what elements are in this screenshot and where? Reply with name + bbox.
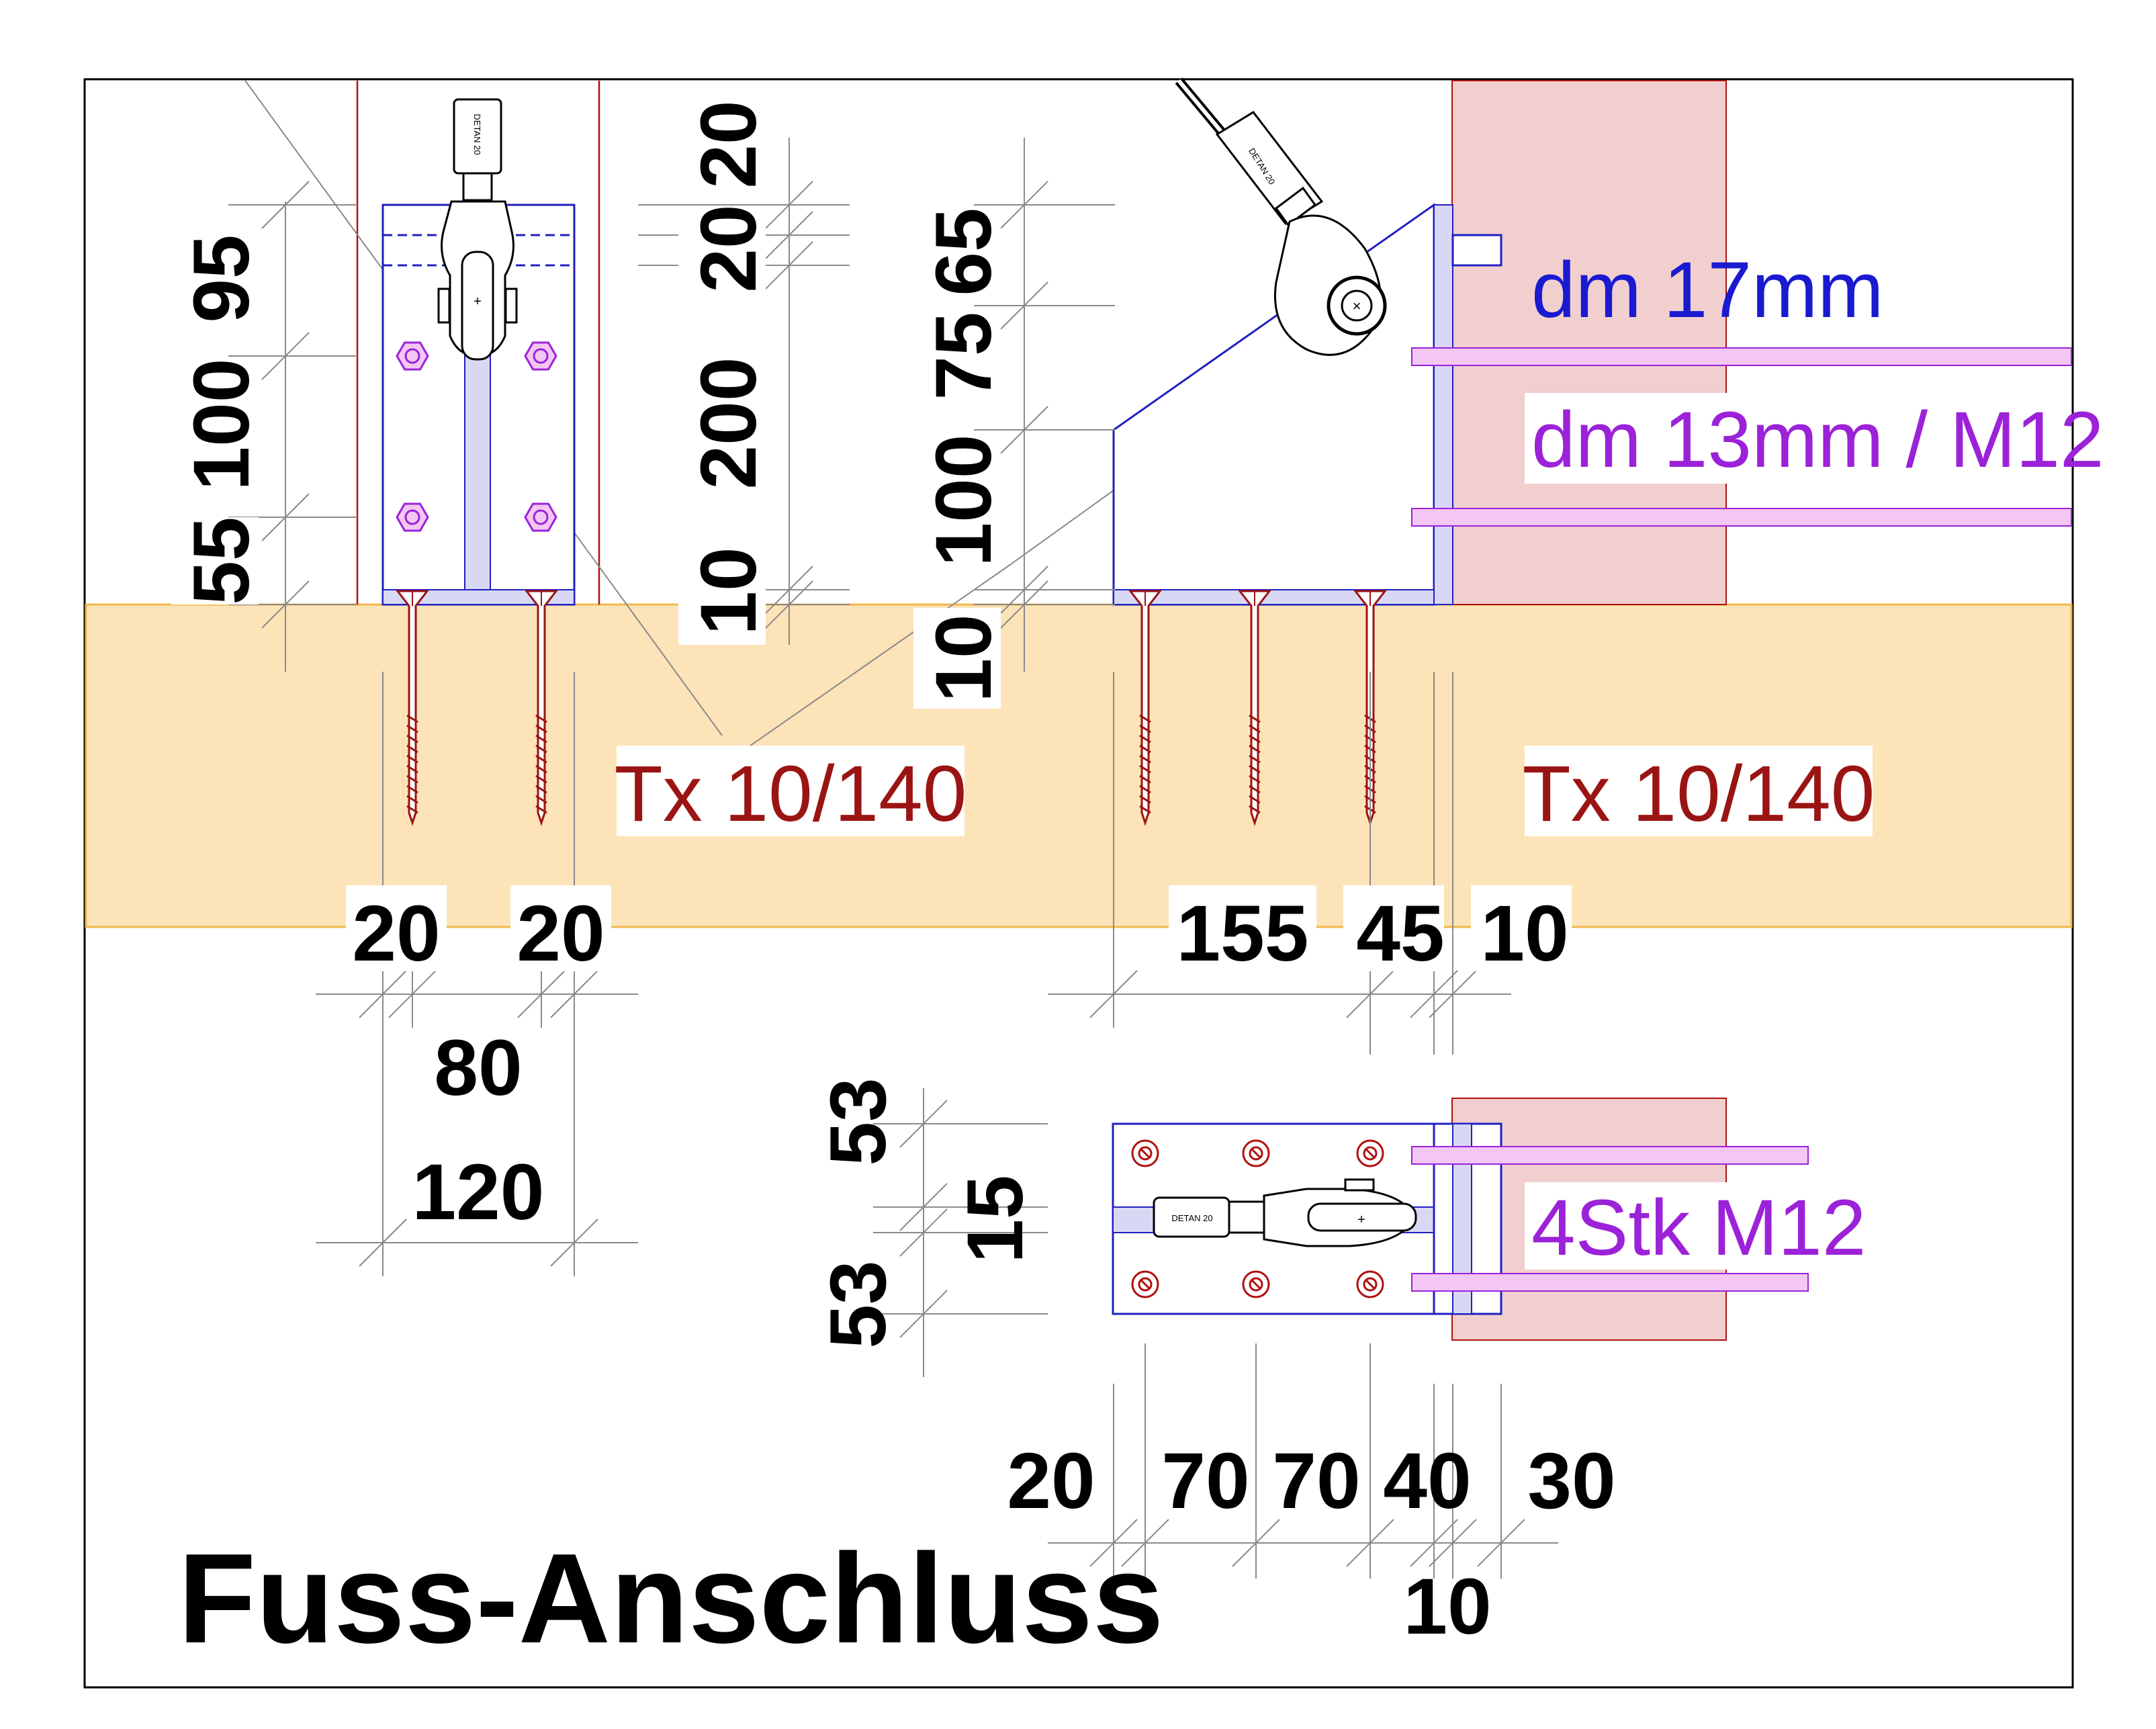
bolt-upper	[1411, 347, 2072, 366]
plan-bolt-upper	[1411, 1146, 1809, 1165]
dim-plan-v-15: 15	[951, 1175, 1040, 1263]
plan-view: + DETAN 20	[1112, 1122, 1809, 1315]
tension-rod-icon: × DETAN 20	[1175, 77, 1387, 356]
dim-mid-10: 10	[684, 547, 773, 635]
dim-plan-h-40: 40	[1383, 1437, 1471, 1525]
screw-note-left: Tx 10/140	[615, 750, 967, 838]
side-bottom-plate	[1113, 589, 1435, 605]
side-vertical-plate	[1433, 204, 1453, 605]
svg-text:×: ×	[1353, 298, 1361, 314]
dim-mid-20b: 20	[684, 204, 773, 292]
dim-plan-v-53a: 53	[814, 1077, 903, 1165]
dim-side-10: 10	[919, 614, 1008, 702]
dim-plan-h-20: 20	[1007, 1437, 1095, 1525]
dim-side-100: 100	[919, 435, 1008, 567]
screw-note-right: Tx 10/140	[1523, 750, 1875, 838]
dim-left-h-20a: 20	[352, 889, 440, 978]
screw-head-icon	[1131, 1270, 1159, 1298]
rod-label: DETAN 20	[1171, 1213, 1212, 1223]
tension-rod-icon: + DETAN 20	[437, 98, 518, 361]
dim-side-h-155: 155	[1177, 889, 1309, 978]
hex-nut-icon	[396, 341, 429, 371]
plan-bolt-lower	[1411, 1273, 1809, 1292]
dim-left-h-120: 120	[412, 1148, 545, 1237]
svg-text:+: +	[1357, 1212, 1365, 1227]
screw-head-icon	[1131, 1139, 1159, 1167]
mid-vertical-dims: 20 20 200 10	[678, 100, 773, 645]
rod-label: DETAN 20	[472, 114, 482, 154]
svg-text:+: +	[474, 294, 482, 309]
screw-head-icon	[1356, 1270, 1384, 1298]
dim-side-65: 65	[919, 208, 1008, 296]
dim-left-h-20b: 20	[516, 889, 604, 978]
dim-plan-h-70a: 70	[1161, 1437, 1249, 1525]
dim-plan-v-53b: 53	[814, 1260, 903, 1348]
note-dm17: dm 17mm	[1531, 246, 1884, 335]
screw-head-icon	[1242, 1139, 1270, 1167]
dim-plan-h-70b: 70	[1272, 1437, 1360, 1525]
dim-plan-h-30: 30	[1527, 1437, 1615, 1525]
bolt-lower	[1411, 508, 2072, 527]
dim-mid-20a: 20	[684, 100, 773, 188]
note-bolts: 4Stk M12	[1531, 1184, 1866, 1272]
tension-rod-icon: + DETAN 20	[1153, 1178, 1417, 1247]
dim-left-95: 95	[177, 234, 266, 322]
screw-head-icon	[1356, 1139, 1384, 1167]
dim-left-100: 100	[177, 359, 266, 491]
dim-side-75: 75	[919, 312, 1008, 400]
hex-nut-icon	[396, 502, 429, 532]
dim-left-55: 55	[177, 517, 266, 605]
screw-head-icon	[1242, 1270, 1270, 1298]
note-dm13: dm 13mm / M12	[1531, 396, 2104, 484]
hex-nut-icon	[524, 502, 557, 532]
front-view: + DETAN 20	[381, 98, 576, 824]
dimension-lines	[228, 138, 1558, 1579]
dim-side-h-10: 10	[1480, 889, 1568, 978]
dim-left-h-80: 80	[434, 1024, 522, 1112]
front-bottom-plate	[382, 589, 575, 605]
dim-plan-h-10: 10	[1403, 1562, 1491, 1651]
left-vertical-dims: 95 100 55	[171, 234, 266, 605]
hex-nut-icon	[524, 341, 557, 371]
dim-side-h-45: 45	[1356, 889, 1444, 978]
side-view: × DETAN 20	[1112, 77, 2072, 824]
dim-mid-200: 200	[684, 357, 773, 490]
side-vertical-dims: 65 75 100 10	[913, 208, 1008, 709]
drawing-title: Fuss-Anschluss	[178, 1527, 1164, 1670]
